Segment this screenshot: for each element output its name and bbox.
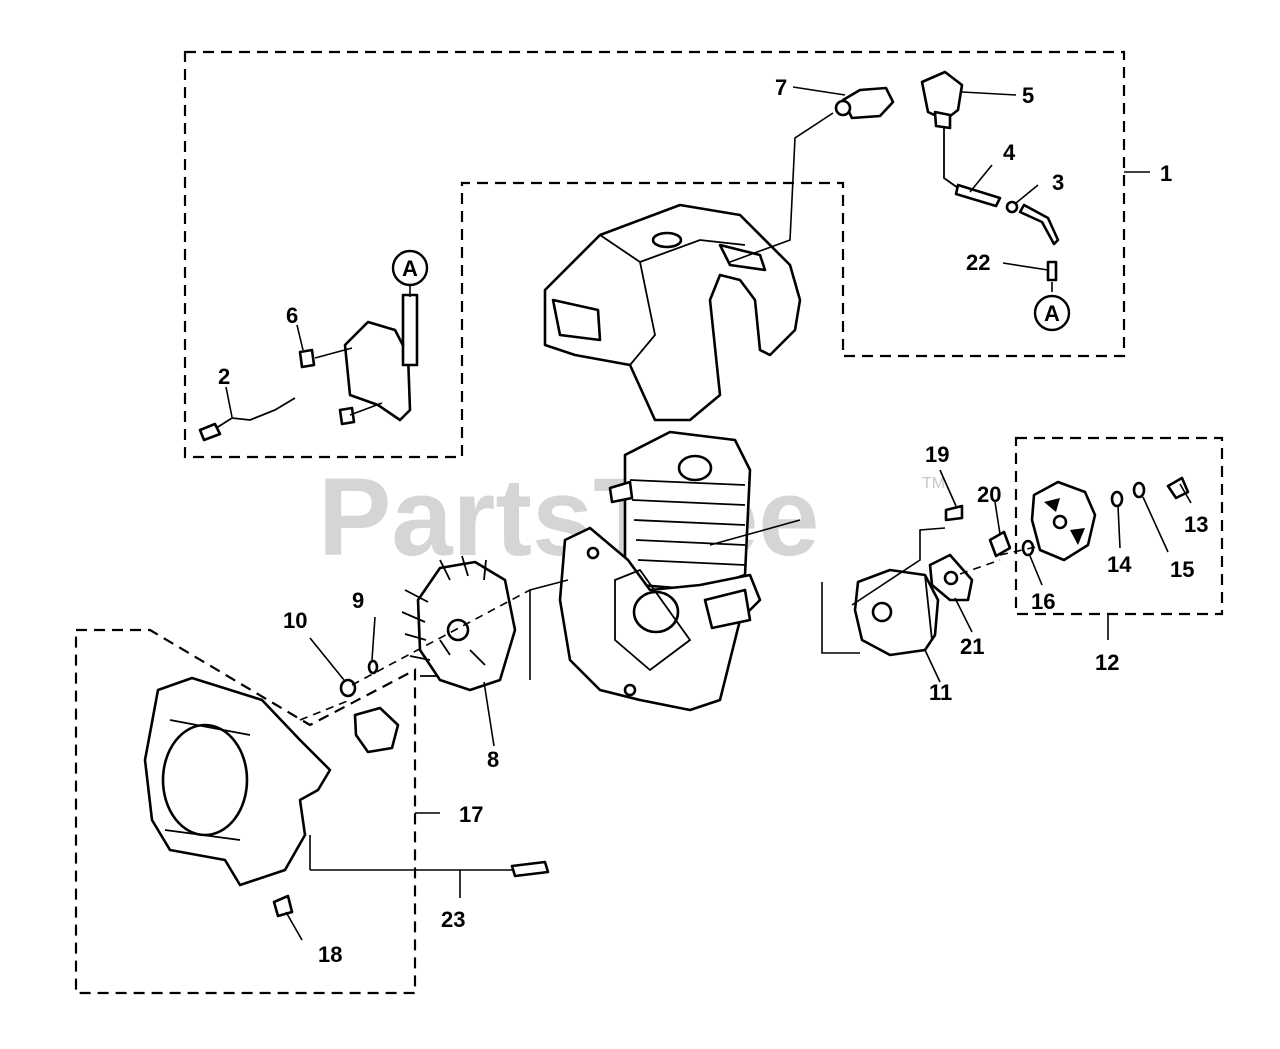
callout-13: 13 <box>1184 512 1208 537</box>
callout-11: 11 <box>929 680 952 705</box>
clutch-shoe-assembly <box>1030 480 1097 562</box>
callout-6: 6 <box>286 303 298 328</box>
callout-14: 14 <box>1107 552 1132 577</box>
flywheel <box>401 555 517 692</box>
group-box-1 <box>183 50 1126 459</box>
connector-a-left: A <box>391 249 429 287</box>
svg-text:A: A <box>1044 301 1060 326</box>
fan-housing <box>143 676 400 887</box>
callout-9: 9 <box>352 588 364 613</box>
sleeve <box>1018 203 1060 246</box>
group-box-12 <box>1014 436 1224 616</box>
callout-labels: 1 2 3 4 5 6 7 8 9 10 11 12 13 14 15 16 1… <box>218 75 1208 967</box>
hardware <box>272 348 1190 918</box>
spark-plug <box>834 86 895 120</box>
callout-2: 2 <box>218 364 230 389</box>
engine-shroud <box>543 203 802 422</box>
callout-18: 18 <box>318 942 342 967</box>
spark-plug-boot <box>920 70 964 130</box>
ground-wire <box>198 397 296 442</box>
clutch-housing <box>853 568 940 657</box>
callout-4: 4 <box>1003 140 1016 165</box>
callout-23: 23 <box>441 907 465 932</box>
ignition-module <box>343 293 419 422</box>
callout-17: 17 <box>459 802 483 827</box>
wire-terminal <box>510 860 550 878</box>
grommet <box>1005 200 1019 214</box>
callout-22: 22 <box>966 250 990 275</box>
callout-20: 20 <box>977 482 1001 507</box>
leader-lines <box>225 86 1192 941</box>
callout-1: 1 <box>1160 161 1172 186</box>
wire-connector <box>1046 260 1058 282</box>
centerlines <box>299 545 1041 721</box>
callout-3: 3 <box>1052 170 1064 195</box>
cylinder <box>608 430 752 592</box>
svg-text:A: A <box>402 256 418 281</box>
callout-12: 12 <box>1095 650 1119 675</box>
stop-wire <box>943 128 959 189</box>
callout-15: 15 <box>1170 557 1194 582</box>
terminal <box>954 183 1002 208</box>
group-box-17 <box>74 628 417 995</box>
callout-5: 5 <box>1022 83 1034 108</box>
connector-a-right: A <box>1033 294 1071 332</box>
callout-16: 16 <box>1031 589 1055 614</box>
callout-7: 7 <box>775 75 787 100</box>
crankcase <box>558 526 762 712</box>
clutch-plate <box>928 553 974 602</box>
callout-19: 19 <box>925 442 949 467</box>
callout-8: 8 <box>487 747 499 772</box>
callout-10: 10 <box>283 608 307 633</box>
callout-21: 21 <box>960 634 984 659</box>
watermark-trademark: TM <box>922 475 945 492</box>
